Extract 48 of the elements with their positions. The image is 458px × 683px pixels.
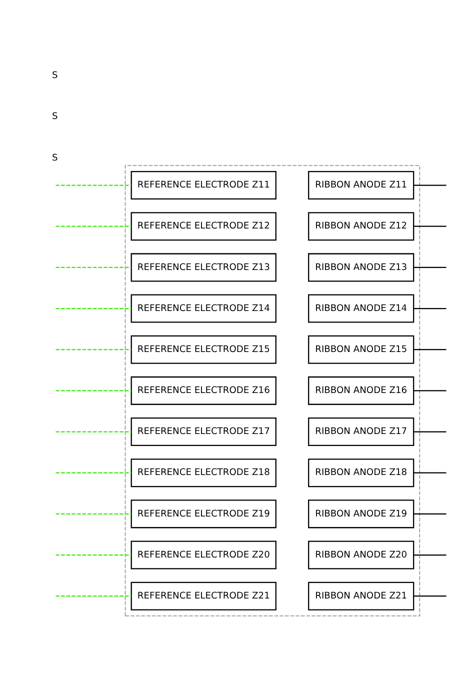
connector	[414, 512, 446, 514]
node-box: REFERENCE ELECTRODE Z20	[130, 540, 276, 569]
node-box: REFERENCE ELECTRODE Z12	[130, 212, 276, 240]
node-box: RIBBON ANODE Z12	[308, 212, 414, 240]
connector	[56, 390, 132, 391]
node-box: REFERENCE ELECTRODE Z15	[130, 334, 276, 364]
node-box: RIBBON ANODE Z13	[308, 252, 414, 282]
node-box: RIBBON ANODE Z14	[308, 294, 414, 322]
node-box: RIBBON ANODE Z19	[308, 499, 414, 528]
connector	[414, 554, 446, 556]
node-box: REFERENCE ELECTRODE Z17	[130, 417, 276, 446]
connector	[414, 390, 446, 391]
label: S	[52, 112, 58, 122]
node-box: RIBBON ANODE Z17	[308, 417, 414, 446]
cluster	[124, 164, 420, 616]
connector	[56, 225, 132, 226]
node-box: REFERENCE ELECTRODE Z21	[130, 581, 276, 610]
node-box: RIBBON ANODE Z15	[308, 334, 414, 364]
node-box: REFERENCE ELECTRODE Z11	[130, 170, 276, 200]
node-box: REFERENCE ELECTRODE Z14	[130, 294, 276, 322]
connector	[56, 184, 132, 186]
label: S	[52, 152, 58, 163]
connector	[56, 266, 132, 268]
connector	[414, 184, 446, 186]
node-box: REFERENCE ELECTRODE Z18	[130, 458, 276, 487]
node-box: REFERENCE ELECTRODE Z19	[130, 499, 276, 528]
node-box: RIBBON ANODE Z21	[308, 581, 414, 610]
node-box: REFERENCE ELECTRODE Z13	[130, 252, 276, 282]
connector	[56, 512, 132, 514]
connector	[56, 595, 132, 596]
connector	[414, 430, 446, 432]
label: S	[52, 70, 58, 81]
node-box: REFERENCE ELECTRODE Z16	[130, 376, 276, 404]
connector	[414, 595, 446, 596]
connector	[56, 307, 132, 309]
connector	[56, 554, 132, 556]
connector	[56, 430, 132, 432]
connector	[56, 472, 132, 473]
connector	[414, 307, 446, 309]
node-box: RIBBON ANODE Z18	[308, 458, 414, 487]
connector	[414, 348, 446, 350]
node-box: RIBBON ANODE Z20	[308, 540, 414, 569]
connector	[414, 266, 446, 268]
connector	[56, 348, 132, 350]
connector	[414, 472, 446, 473]
connector	[414, 225, 446, 226]
node-box: RIBBON ANODE Z11	[308, 170, 414, 200]
node-box: RIBBON ANODE Z16	[308, 376, 414, 404]
